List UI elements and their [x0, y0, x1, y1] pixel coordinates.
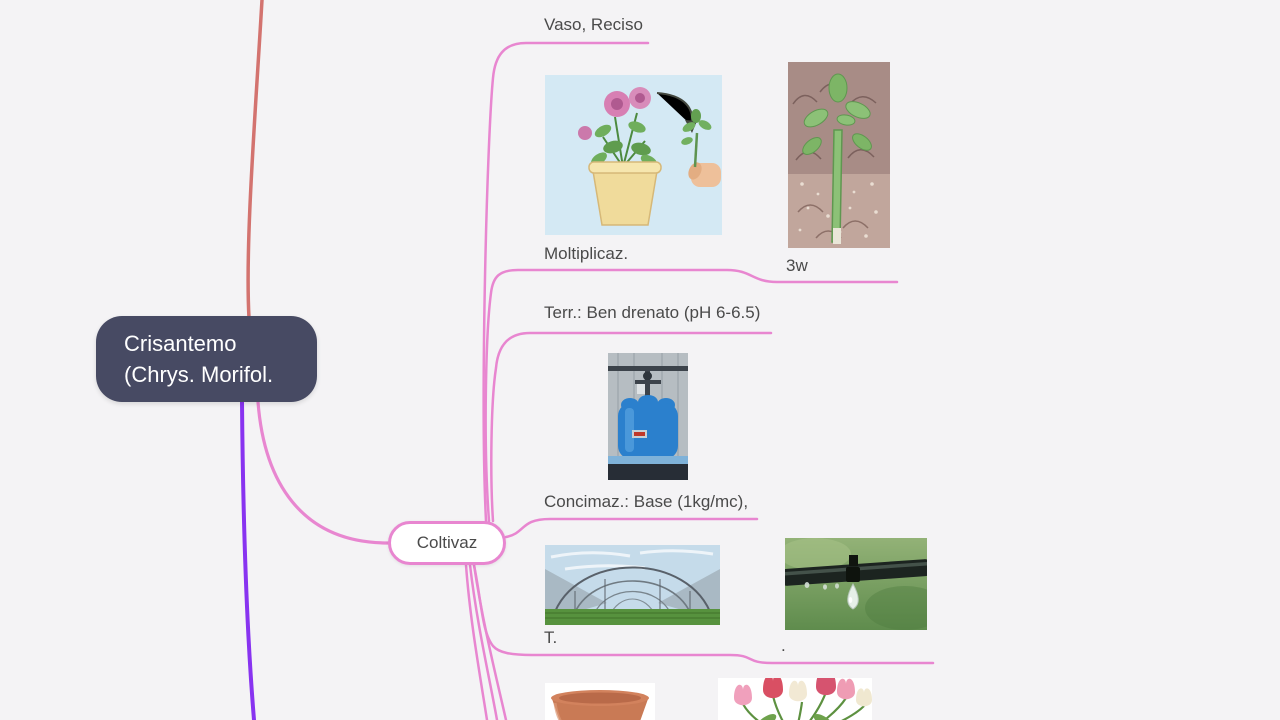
- fertilizer-tank-photo[interactable]: [608, 353, 688, 480]
- root-node-line2: (Chrys. Morifol.: [124, 362, 274, 387]
- terracotta-saucer-photo[interactable]: [545, 683, 655, 720]
- node-crisantemo[interactable]: Crisantemo (Chrys. Morifol.: [96, 316, 317, 402]
- node-concimazione[interactable]: Concimaz.: Base (1kg/mc),: [544, 492, 749, 511]
- root-node-line1: Crisantemo: [124, 331, 237, 356]
- node-3w[interactable]: 3w: [786, 256, 808, 275]
- coltivaz-label: Coltivaz: [416, 533, 478, 552]
- branch-line-down-2: [468, 563, 499, 720]
- greenhouse-net-tunnel-photo[interactable]: [545, 545, 720, 625]
- branch-line-concimaz: [504, 517, 759, 539]
- branch-line-purple: [240, 400, 256, 720]
- branch-line-salmon: [246, 0, 264, 320]
- cutting-propagation-illustration[interactable]: [545, 75, 722, 235]
- root-to-coltivaz-line: [256, 400, 390, 545]
- branch-line-moltiplicaz: [484, 268, 899, 523]
- branch-line-terr: [490, 331, 773, 523]
- tulip-bouquet-illustration[interactable]: [718, 678, 872, 720]
- branch-line-down-3: [472, 563, 508, 720]
- branch-line-down-1: [464, 563, 489, 720]
- node-t[interactable]: T.: [544, 628, 558, 647]
- drip-irrigation-pipe-photo[interactable]: [785, 538, 927, 630]
- node-terreno[interactable]: Terr.: Ben drenato (pH 6-6.5): [544, 303, 761, 322]
- node-moltiplicaz[interactable]: Moltiplicaz.: [544, 244, 629, 263]
- node-dot[interactable]: .: [781, 636, 786, 655]
- node-vaso-reciso[interactable]: Vaso, Reciso: [544, 15, 643, 34]
- rooted-cutting-in-soil-illustration[interactable]: [788, 62, 890, 248]
- branch-line-vaso: [482, 41, 650, 523]
- node-coltivaz[interactable]: Coltivaz: [388, 521, 506, 565]
